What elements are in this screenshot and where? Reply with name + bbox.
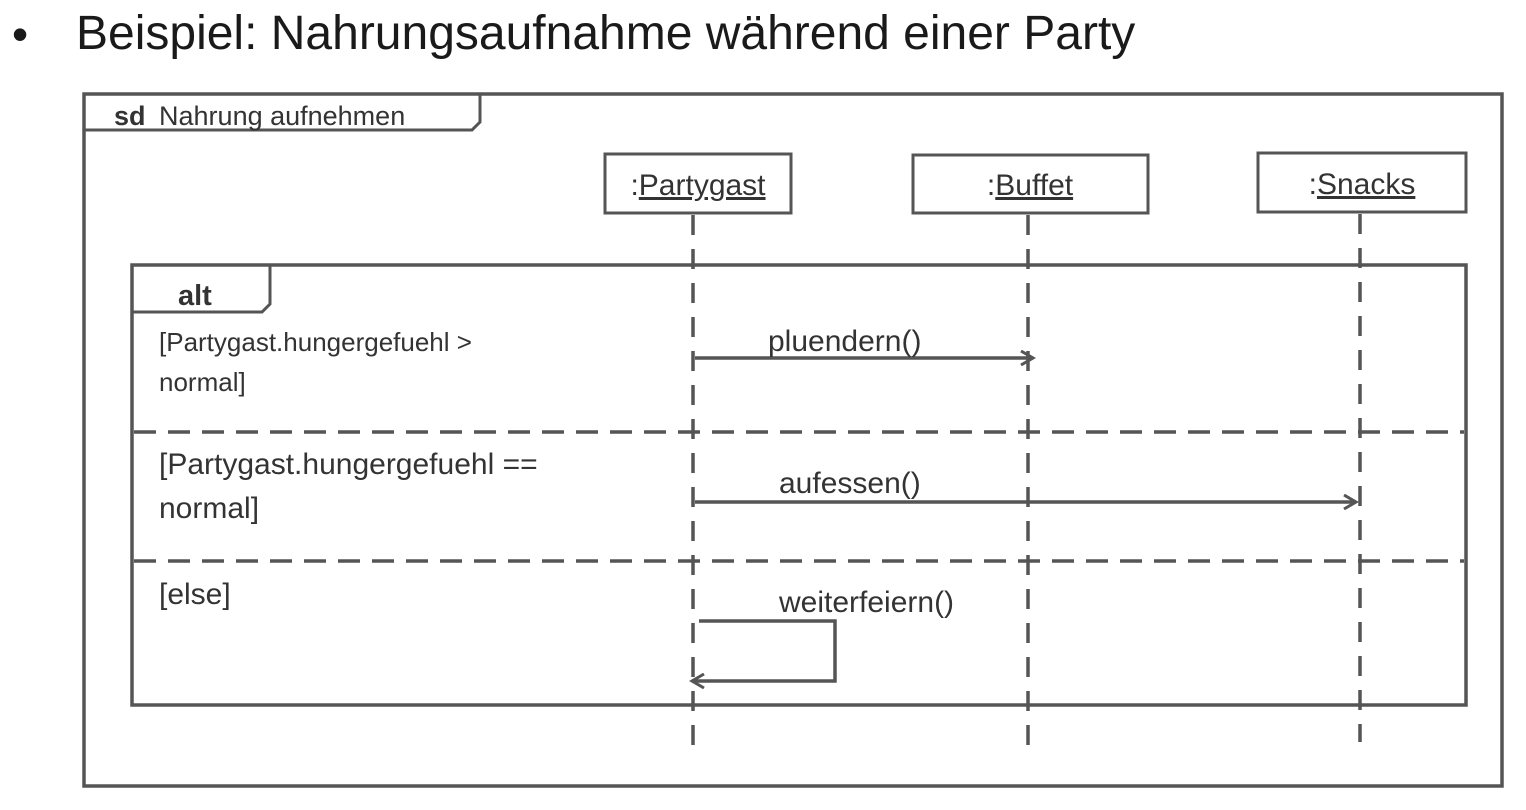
lifeline-name: Buffet [995,169,1074,202]
lifeline-prefix: : [987,169,995,202]
guard-operand-1: [Partygast.hungergefuehl > normal] [159,327,479,397]
alt-fragment [130,263,1468,707]
slide-title: Beispiel: Nahrungsaufnahme während einer… [76,7,1136,60]
sd-keyword: sd [114,101,146,131]
lifeline-label-partygast: :Partygast [630,169,766,202]
guard-line: [Partygast.hungergefuehl == [159,448,538,481]
lifeline-prefix: : [1309,168,1317,201]
sd-frame [82,92,1504,788]
lifeline-prefix: : [630,169,638,202]
lifeline-name: Snacks [1317,168,1415,201]
message-weiterfeiern-label: weiterfeiern() [778,586,954,619]
alt-operator: alt [178,280,212,312]
guard-line: normal] [159,492,259,525]
lifeline-head-partygast [603,152,793,215]
bullet-point: • [12,8,29,60]
lifeline-name: Partygast [639,169,766,202]
lifeline-head-snacks [1256,151,1468,214]
guard-line: [else] [159,578,231,611]
sd-frame-name: Nahrung aufnehmen [159,101,405,131]
guard-line: normal] [159,367,246,397]
sd-frame-label: sd Nahrung aufnehmen [114,101,405,131]
message-weiterfeiern-arrow [692,619,837,681]
lifeline-label-snacks: :Snacks [1309,168,1416,201]
alt-fragment-tab [132,265,272,314]
message-aufessen-label: aufessen() [779,467,921,500]
lifeline-label-buffet: :Buffet [987,169,1074,202]
guard-operand-3: [else] [159,578,231,611]
guard-line: [Partygast.hungergefuehl > [159,327,472,357]
lifeline-head-buffet [911,153,1150,215]
guard-operand-2: [Partygast.hungergefuehl == normal] [159,448,546,525]
sd-frame-tab [84,94,482,132]
message-pluendern-label: pluendern() [768,325,921,358]
